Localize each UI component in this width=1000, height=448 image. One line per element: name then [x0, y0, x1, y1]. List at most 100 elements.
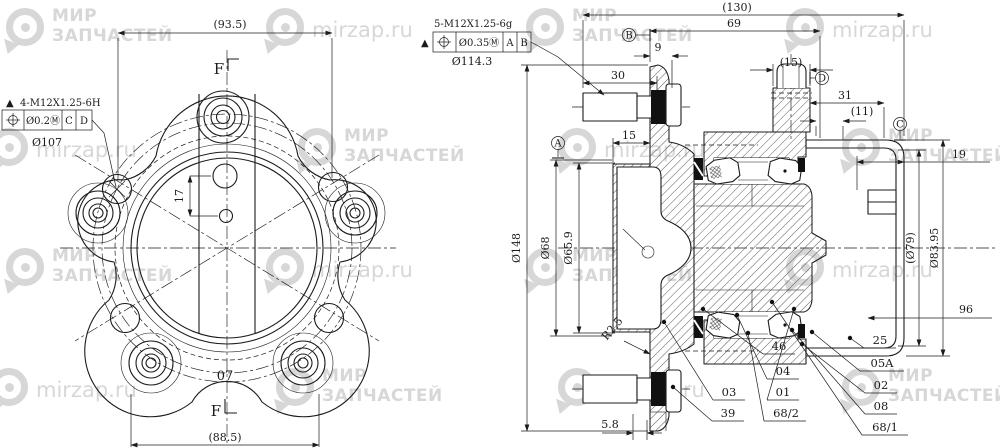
section-cut-mark-top — [227, 58, 239, 71]
stud-left — [67, 182, 129, 244]
svg-text:08: 08 — [874, 399, 889, 413]
mount-hole — [101, 173, 133, 205]
callout-68-1: 68/1 — [769, 299, 908, 436]
mirzap-logo-icon — [786, 8, 824, 46]
callout-05a: 05A — [809, 329, 904, 372]
dim-pilot-height: 15 — [622, 129, 636, 142]
dim-pilot-od: Ø68 — [539, 236, 552, 259]
section-label-top: F — [214, 60, 224, 78]
note-marker: ▲ — [421, 38, 429, 49]
dim-pilot-step: 5.8 — [601, 418, 619, 431]
mirzap-logo-icon — [6, 248, 44, 286]
watermark-text: МИР — [52, 6, 98, 26]
watermark-site: mirzap.ru — [266, 6, 413, 46]
watermark-text: mirzap.ru — [312, 18, 413, 42]
watermark-text: МИР — [572, 246, 618, 266]
callout-08: 08 — [789, 327, 897, 415]
watermark-text: ЗАПЧАСТЕЙ — [52, 266, 173, 286]
bolt-circle-107 — [101, 122, 353, 374]
callout-03: 03 — [661, 319, 745, 401]
datum-c: C — [893, 117, 907, 141]
datum-b: B — [622, 28, 651, 42]
hidden-circle — [114, 135, 340, 361]
dim-hole-spacing: 17 — [173, 189, 186, 203]
callout-39: 39 — [670, 384, 744, 422]
seal-inboard-bottom — [798, 324, 805, 338]
dim-flange-od: Ø148 — [510, 233, 523, 263]
cap-rib — [867, 201, 897, 215]
dim-stud-length: 30 — [611, 69, 625, 82]
watermark-text: ЗАПЧАСТЕЙ — [344, 146, 465, 166]
svg-text:02: 02 — [874, 378, 889, 392]
section-cut-mark-bottom — [224, 399, 237, 414]
mirzap-logo-icon — [842, 368, 880, 406]
fcf-datum-2: D — [80, 116, 88, 127]
bearing-roller — [705, 157, 741, 185]
svg-text:A: A — [553, 139, 562, 150]
dim-inboard-width: 31 — [838, 89, 852, 102]
watermark-text: МИР — [52, 246, 98, 266]
bearing-cap — [805, 139, 905, 357]
stud-right — [324, 182, 386, 244]
callout-46: 46 — [700, 306, 795, 355]
bolt-circle-note: Ø107 — [32, 136, 62, 149]
lug-hole — [212, 163, 238, 189]
callout-25: 25 — [847, 333, 896, 349]
watermark-text: МИР — [888, 126, 934, 146]
part-number-label: 07 — [217, 369, 234, 384]
mount-hole — [109, 302, 141, 334]
callout-01: 01 — [766, 306, 799, 401]
stud-section-top — [582, 83, 682, 127]
svg-text:C: C — [896, 120, 904, 131]
diagonal-centerline — [74, 154, 380, 342]
cap-rib — [867, 189, 897, 203]
dim-pilot-bore: Ø65.9 — [562, 231, 575, 265]
bolt-circle-note: Ø114.3 — [452, 55, 493, 68]
callout-68-2: 68/2 — [745, 330, 806, 422]
pin-hole — [218, 208, 234, 224]
svg-text:D: D — [818, 74, 826, 85]
mirzap-logo-icon — [0, 128, 28, 166]
dim-sensor-boss: (15) — [780, 56, 803, 69]
bearing-roller — [767, 157, 803, 185]
datum-a: A — [551, 136, 565, 159]
front-view: 17 (93.5) (88.5) F F 07 ▲ 4-M12X1.25-6H — [1, 18, 396, 448]
flange-ring-inner — [130, 151, 324, 345]
mirzap-logo-icon — [266, 8, 304, 46]
dim-seal-diameter: 96 — [959, 303, 973, 316]
fcf-leader — [91, 119, 117, 188]
watermark-text: mirzap.ru — [36, 378, 137, 402]
watermark-site: mirzap.ru — [0, 126, 137, 166]
mount-hole — [313, 302, 345, 334]
mirzap-logo-icon — [276, 368, 314, 406]
dim-flange-offset: 9 — [655, 41, 662, 54]
mirzap-logo-icon — [0, 368, 28, 406]
section-view: (130) 69 9 30 (15) 31 — [421, 1, 996, 440]
position-tolerance-icon — [6, 113, 20, 127]
stud-top — [196, 90, 250, 144]
note-marker: ▲ — [6, 98, 14, 109]
stud-section-bottom — [582, 369, 682, 413]
seal-inboard-top — [798, 158, 805, 172]
mirzap-logo-icon — [526, 248, 564, 286]
svg-text:25: 25 — [873, 333, 888, 347]
svg-text:68/2: 68/2 — [773, 406, 799, 420]
watermark-site: mirzap.ru — [0, 366, 137, 406]
watermark-text: mirzap.ru — [832, 18, 933, 42]
bolt-circle-114 — [92, 113, 362, 383]
dim-overall: (130) — [722, 1, 752, 14]
feature-control-frame: Ø0.35Ⓜ A B — [432, 31, 532, 53]
feature-control-frame: Ø0.2Ⓜ C D — [1, 109, 93, 131]
watermark-text: mirzap.ru — [36, 138, 137, 162]
svg-text:46: 46 — [772, 339, 787, 353]
flange-ring-outer — [122, 143, 332, 353]
flange-outline — [77, 95, 377, 418]
fcf-datum-1: C — [65, 116, 73, 127]
abs-sensor-boss — [772, 87, 811, 133]
svg-text:05A: 05A — [871, 356, 895, 370]
spindle-section — [693, 183, 827, 313]
